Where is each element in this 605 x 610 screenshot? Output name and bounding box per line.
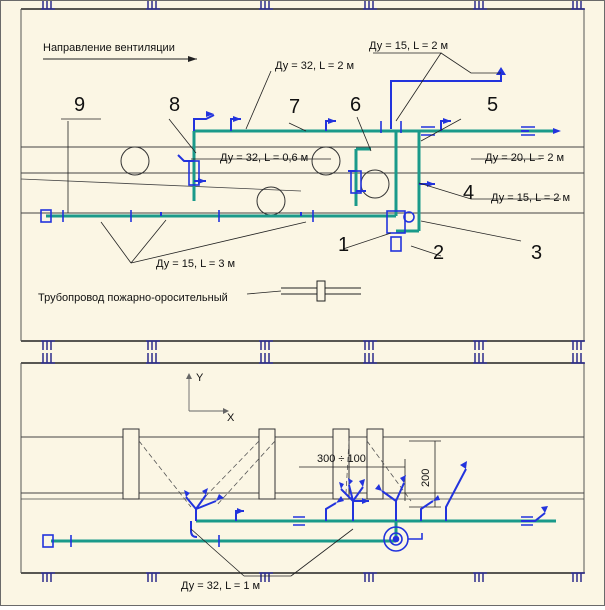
gauge-3 <box>403 211 415 223</box>
axis-x-label: X <box>227 412 235 424</box>
support-2 <box>258 428 276 500</box>
callout-5: 5 <box>487 94 498 116</box>
fitting-8 <box>188 160 200 186</box>
nozzle-head <box>496 67 506 75</box>
lower-hatch-upper <box>41 353 585 364</box>
label-du20-L2: Ду = 20, L = 2 м <box>485 152 564 164</box>
top-view: Направление вентиляции <box>20 1 585 350</box>
dimension-spacing: 300 ÷ 100 <box>299 453 406 501</box>
label-du15-L2-right: Ду = 15, L = 2 м <box>491 192 570 204</box>
callout-9: 9 <box>74 94 85 116</box>
leader-lines-bottom <box>190 528 354 577</box>
fittings-bottom <box>42 516 533 552</box>
bottom-view: Y X 300 ÷ 100 <box>20 353 585 592</box>
nozzle-riser-top <box>390 71 502 129</box>
pipe-network-bottom <box>51 519 556 543</box>
label-du32-L06: Ду = 32, L = 0,6 м <box>220 152 308 164</box>
fire-pipe: Трубопровод пожарно-оросительный <box>38 280 361 304</box>
dimension-height-label: 200 <box>420 469 432 487</box>
dimension-spacing-label: 300 ÷ 100 <box>317 453 366 465</box>
callout-2: 2 <box>433 242 444 264</box>
callout-8: 8 <box>169 94 180 116</box>
callout-3: 3 <box>531 242 542 264</box>
roller-2 <box>256 186 286 216</box>
dimension-height: 200 <box>409 440 441 508</box>
axis-y-label: Y <box>196 372 204 384</box>
support-columns <box>122 428 384 500</box>
unit-2 <box>390 236 402 252</box>
roller-3 <box>311 146 341 176</box>
ventilation-arrowhead <box>188 56 197 62</box>
nozzle-arrowheads-bottom <box>184 461 548 514</box>
label-du32-L2: Ду = 32, L = 2 м <box>275 60 354 72</box>
lower-pump-inner <box>389 532 403 546</box>
callout-4: 4 <box>463 182 474 204</box>
lower-valve <box>42 534 54 548</box>
callout-1: 1 <box>338 234 349 256</box>
pipe-network-top <box>46 129 556 233</box>
lower-hatch-lower <box>41 572 585 582</box>
top-hatch-upper <box>41 1 585 10</box>
callout-7: 7 <box>289 96 300 118</box>
top-hatch-lower <box>41 340 585 350</box>
fitting-6 <box>350 170 362 194</box>
fire-pipe-label: Трубопровод пожарно-оросительный <box>38 292 228 304</box>
callout-6: 6 <box>350 94 361 116</box>
roller-4 <box>360 169 390 199</box>
support-4 <box>366 428 384 500</box>
leader-lines-top <box>61 52 561 264</box>
fittings-top <box>40 121 535 252</box>
ventilation-direction-label: Направление вентиляции <box>43 42 175 54</box>
support-1 <box>122 428 140 500</box>
label-du32-L1: Ду = 32, L = 1 м <box>181 580 260 592</box>
unit-1 <box>386 210 406 234</box>
fire-pipe-flange <box>316 280 326 302</box>
roller-1 <box>120 146 150 176</box>
nozzle-arrowheads-top <box>198 67 561 187</box>
axis-indicator: Y X <box>186 372 235 424</box>
label-du15-L2-top: Ду = 15, L = 2 м <box>369 40 448 52</box>
valve-9 <box>40 209 52 223</box>
belt-diagonal <box>20 178 302 192</box>
label-du15-L3: Ду = 15, L = 3 м <box>156 258 235 270</box>
